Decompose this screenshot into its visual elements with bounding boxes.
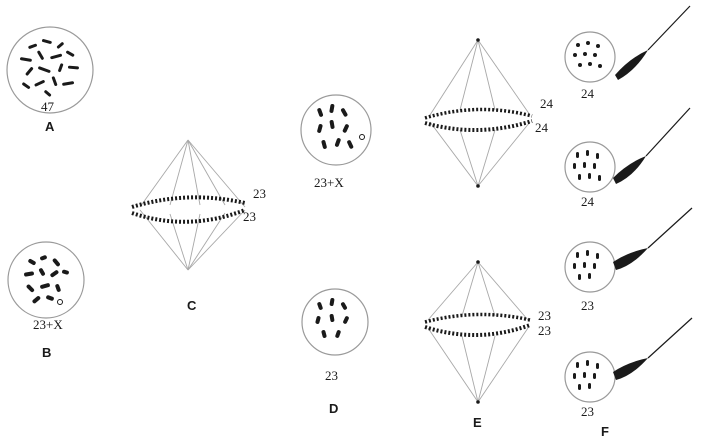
panel-c-spindle [132, 140, 245, 270]
panel-f-caption: F [601, 425, 609, 439]
panel-e-count-1: 24 [540, 97, 553, 111]
panel-e-count-2: 24 [535, 121, 548, 135]
panel-b-cell [8, 242, 84, 318]
panel-e-spindles [425, 38, 532, 404]
panel-f-count-4: 23 [581, 405, 594, 419]
panel-e-caption: E [473, 416, 482, 430]
panel-e-count-3: 23 [538, 309, 551, 323]
panel-f-count-1: 24 [581, 87, 594, 101]
panel-a-caption: A [45, 120, 54, 134]
panel-d-count-lower: 23 [325, 369, 338, 383]
panel-a-count: 47 [41, 100, 54, 114]
panel-c-count-lower: 23 [243, 210, 256, 224]
panel-f-count-2: 24 [581, 195, 594, 209]
panel-c-count-upper: 23 [253, 187, 266, 201]
panel-d-caption: D [329, 402, 338, 416]
panel-b-count: 23+X [33, 318, 63, 332]
panel-e-count-4: 23 [538, 324, 551, 338]
panel-c-caption: C [187, 299, 196, 313]
panel-f-count-3: 23 [581, 299, 594, 313]
panel-d-count-upper: 23+X [314, 176, 344, 190]
panel-d-cells [301, 95, 371, 355]
panel-b-caption: B [42, 346, 51, 360]
